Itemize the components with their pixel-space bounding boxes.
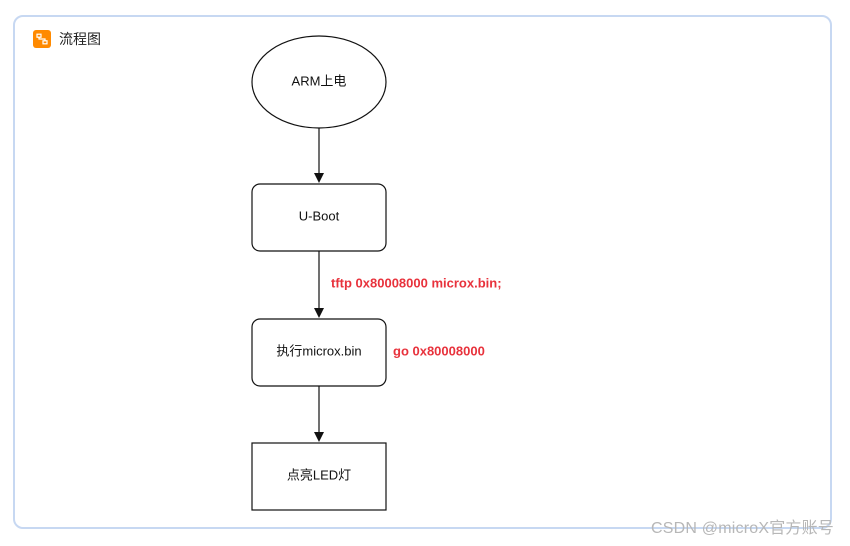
- csdn-watermark: CSDN @microX官方账号: [650, 520, 834, 537]
- node-light-led: 点亮LED灯: [251, 442, 387, 511]
- go-command-label: go 0x80008000: [393, 343, 485, 358]
- node-uboot-label: U-Boot: [299, 208, 340, 223]
- node-led-label: 点亮LED灯: [287, 467, 351, 482]
- node-arm-label: ARM上电: [292, 73, 347, 88]
- node-u-boot: U-Boot: [251, 183, 387, 252]
- diagram-panel: [13, 15, 832, 529]
- node-arm-power-on: ARM上电: [251, 35, 387, 129]
- flowchart-icon: [33, 30, 51, 48]
- tftp-command-label: tftp 0x80008000 microx.bin;: [331, 275, 502, 290]
- panel-title: 流程图: [59, 31, 101, 47]
- node-execute-microx: 执行microx.bin: [251, 318, 387, 387]
- panel-header: 流程图: [33, 29, 101, 49]
- node-exec-label: 执行microx.bin: [276, 343, 361, 358]
